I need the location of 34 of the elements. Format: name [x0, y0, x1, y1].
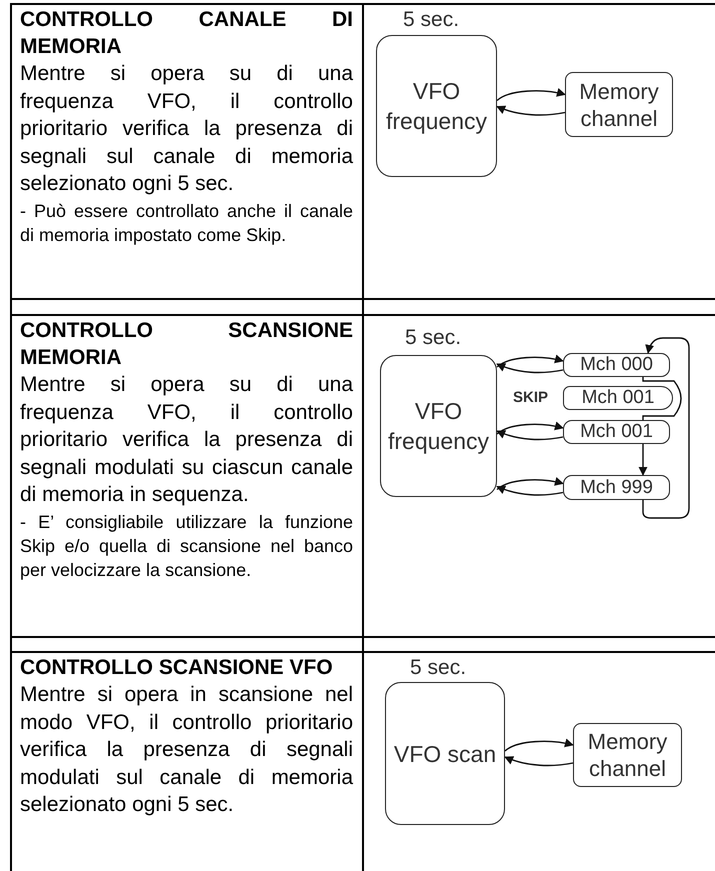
channel-box: Mch 001 [563, 420, 670, 444]
arrow [496, 88, 566, 102]
description-paragraph: Mentre si opera su di una frequenza VFO, il controllo prioritario verifica la presenza di segnali sul canale di memoria selezionato ogni 5 sec. [20, 61, 353, 197]
interval-label: 5 sec. [403, 8, 460, 32]
interval-label: 5 sec. [410, 656, 466, 680]
arrow [642, 337, 690, 519]
arrow [496, 354, 564, 368]
channel-box: Memory channel [565, 72, 673, 137]
description-paragraph: Mentre si opera su di una frequenza VFO, il controllo prioritario verifica la presenza di segnali modulati su ciascun canale di memoria in sequenza. [20, 372, 353, 508]
note-paragraph: - Può essere controllato anche il canale di memoria impostato come Skip. [20, 200, 353, 246]
connector-line [642, 377, 682, 420]
arrow [496, 430, 564, 440]
channel-box: Mch 999 [563, 475, 670, 500]
arrow [504, 756, 574, 766]
section-heading: CONTROLLO SCANSIONE MEMORIA [20, 318, 353, 371]
section-heading: CONTROLLO CANALE DI MEMORIA [20, 7, 353, 60]
arrow [496, 485, 564, 496]
arrow [496, 105, 566, 116]
arrow [496, 477, 564, 490]
skip-label: SKIP [513, 389, 548, 407]
section-heading: CONTROLLO SCANSIONE VFO [20, 655, 334, 681]
channel-box: Mch 000 [563, 353, 670, 377]
mode-box: VFO frequency [380, 355, 497, 497]
mode-box: VFO frequency [376, 35, 497, 177]
channel-box: Memory channel [573, 723, 682, 787]
arrow [504, 738, 574, 752]
description-paragraph: Mentre si opera in scansione nel modo VFO, il controllo prioritario verifica la presenza di segnali modulati sul canale di memoria selezionato ogni 5 sec. [20, 682, 353, 818]
mode-box: VFO scan [385, 682, 505, 825]
note-paragraph: - E’ consigliabile utilizzare la funzione Skip e/o quella di scansione nel banco per velocizzare la scansione. [20, 510, 353, 582]
arrow [638, 444, 648, 476]
channel-box: Mch 001 [563, 386, 673, 410]
interval-label: 5 sec. [405, 326, 462, 350]
arrow [496, 422, 564, 435]
arrow [496, 362, 564, 374]
